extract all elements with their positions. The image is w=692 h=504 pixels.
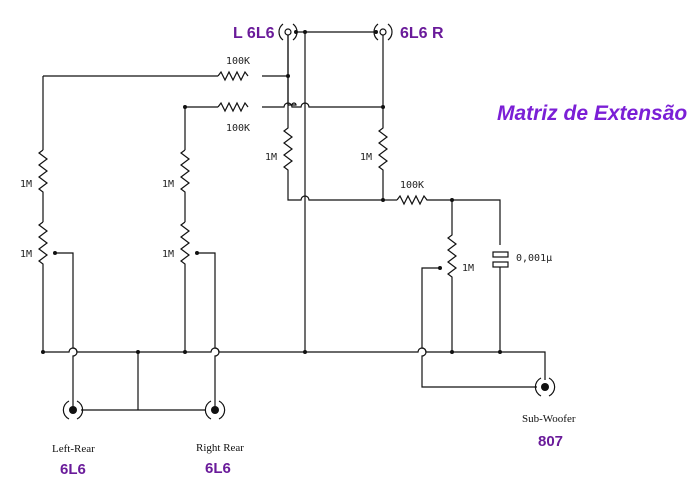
resistor-r-right-series xyxy=(180,149,190,222)
output-label-right-rear: Right Rear xyxy=(196,442,244,454)
resistor-r-top2 xyxy=(217,101,249,113)
output-tube-right-rear: 6L6 xyxy=(205,460,231,477)
label-r-mix-left: 1M xyxy=(265,152,277,163)
label-r-mix-right: 1M xyxy=(360,152,372,163)
resistor-r-top1 xyxy=(217,70,249,82)
potentiometer-r-right xyxy=(180,221,190,352)
output-tube-left-rear: 6L6 xyxy=(60,461,86,478)
label-r-top2: 100K xyxy=(226,123,250,134)
label-r-sub-series: 100K xyxy=(400,180,424,191)
label-r-sub-pot: 1M xyxy=(462,263,474,274)
label-r-right-series: 1M xyxy=(162,179,174,190)
resistor-r-mix-left xyxy=(283,120,383,201)
ground-bus xyxy=(43,347,546,380)
resistor-r-left-series xyxy=(38,149,48,222)
output-tube-subwoofer: 807 xyxy=(538,433,563,450)
label-c-sub: 0,001µ xyxy=(516,253,552,264)
potentiometer-r-sub xyxy=(447,200,457,352)
output-label-left-rear: Left-Rear xyxy=(52,443,95,455)
output-jack-subwoofer xyxy=(534,377,556,397)
potentiometer-r-left xyxy=(38,221,48,352)
label-r-left-pot: 1M xyxy=(20,249,32,260)
input-label-left: L 6L6 xyxy=(233,25,275,42)
resistor-r-mix-right xyxy=(378,120,388,200)
label-r-top1: 100K xyxy=(226,56,250,67)
output-label-subwoofer: Sub-Woofer xyxy=(522,413,576,425)
output-jack-right-rear xyxy=(204,400,226,420)
output-jack-left-rear xyxy=(62,400,84,420)
diagram-title: Matriz de Extensão xyxy=(497,102,687,125)
label-r-right-pot: 1M xyxy=(162,249,174,260)
capacitor-c-sub xyxy=(492,251,509,352)
label-r-left-series: 1M xyxy=(20,179,32,190)
input-label-right: 6L6 R xyxy=(400,25,444,42)
